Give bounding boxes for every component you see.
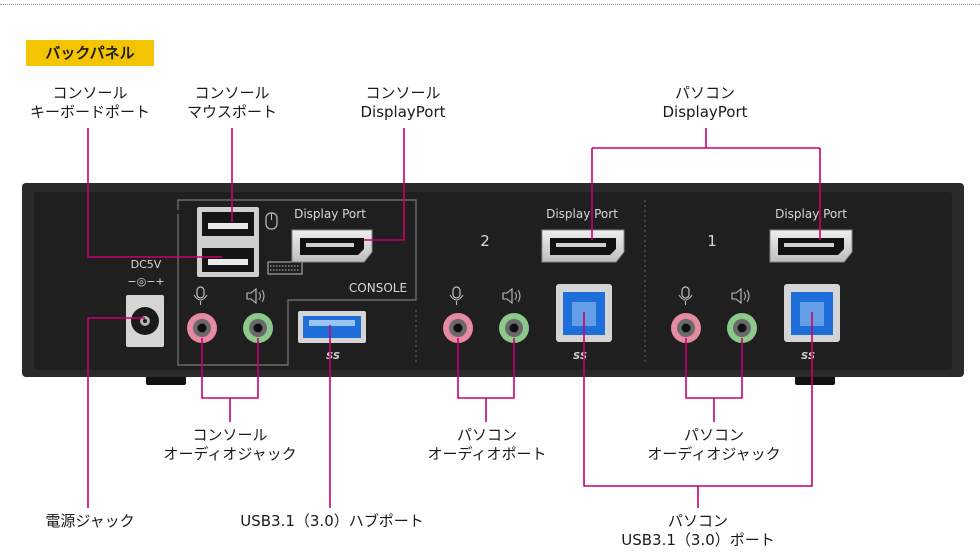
console-label: CONSOLE xyxy=(349,281,407,295)
leader-pc-usb xyxy=(583,312,813,508)
callout-pc-audio-2-line1: パソコン xyxy=(456,426,517,444)
dc-label: DC5V xyxy=(131,258,162,271)
callout-console-audio: コンソール オーディオジャック xyxy=(150,426,310,464)
pc1-microphone-icon xyxy=(678,286,693,305)
pc2-dp-label: Display Port xyxy=(546,207,618,221)
callout-usb-hub-line1: USB3.1（3.0）ハブポート xyxy=(240,512,424,530)
pc2-speaker-jack xyxy=(499,313,529,343)
leader-pc-audio-2 xyxy=(457,338,515,422)
callout-pc-usb: パソコン USB3.1（3.0）ポート xyxy=(600,512,796,550)
pc1-dp-label: Display Port xyxy=(775,207,847,221)
section-tag: バックパネル xyxy=(26,40,154,66)
pc1-speaker-jack xyxy=(727,313,757,343)
ss-logo-pc1: SS xyxy=(801,351,815,362)
ss-logo-hub: SS xyxy=(326,351,340,362)
mouse-icon xyxy=(265,212,278,230)
leader-pc-audio-1 xyxy=(685,338,743,422)
leader-console-audio xyxy=(201,338,259,422)
callout-console-mouse-line1: コンソール xyxy=(194,84,270,102)
callout-pc-audio-2: パソコン オーディオポート xyxy=(412,426,562,464)
callout-usb-hub: USB3.1（3.0）ハブポート xyxy=(222,512,442,531)
microphone-icon xyxy=(193,286,208,305)
callout-pc-displayport-line2: DisplayPort xyxy=(662,103,748,121)
callout-console-mouse-line2: マウスポート xyxy=(186,103,277,121)
dc-jack xyxy=(126,295,164,347)
callout-pc-audio-1: パソコン オーディオジャック xyxy=(634,426,794,464)
pc1-speaker-icon xyxy=(731,287,750,305)
callout-console-audio-line2: オーディオジャック xyxy=(163,445,297,463)
callout-pc-audio-1-line1: パソコン xyxy=(683,426,744,444)
console-speaker-jack xyxy=(243,313,273,343)
pc1-mic-jack xyxy=(671,313,701,343)
leader-console-keyboard xyxy=(87,128,222,258)
callout-pc-audio-2-line2: オーディオポート xyxy=(427,445,547,463)
pc2-mic-jack xyxy=(443,313,473,343)
callout-console-displayport-line1: コンソール xyxy=(365,84,441,102)
port-number-1: 1 xyxy=(707,232,717,250)
console-usb-a-stack xyxy=(197,207,259,277)
callout-pc-displayport-line1: パソコン xyxy=(674,84,735,102)
pc2-speaker-icon xyxy=(502,287,521,305)
leader-lines xyxy=(87,128,821,508)
callout-pc-displayport: パソコン DisplayPort xyxy=(640,84,770,122)
callout-console-audio-line1: コンソール xyxy=(192,426,268,444)
callout-console-keyboard: コンソール キーボードポート xyxy=(22,84,158,122)
callout-console-displayport-line2: DisplayPort xyxy=(360,103,446,121)
pc2-displayport xyxy=(541,229,625,263)
console-section-outline xyxy=(177,199,417,366)
callout-console-mouse: コンソール マウスポート xyxy=(170,84,294,122)
usb-hub-port xyxy=(298,311,366,343)
top-dotted-divider xyxy=(0,4,980,5)
leader-dc-jack xyxy=(87,317,145,508)
keyboard-icon xyxy=(267,261,303,275)
dc-polarity: −◎−+ xyxy=(127,275,164,288)
console-displayport xyxy=(291,229,373,263)
leader-pc-displayport xyxy=(591,128,821,240)
console-dp-label: Display Port xyxy=(294,207,366,221)
pc2-microphone-icon xyxy=(449,286,464,305)
leader-console-displayport xyxy=(364,128,405,241)
port-number-2: 2 xyxy=(480,232,490,250)
callout-dc-jack-line1: 電源ジャック xyxy=(45,512,135,530)
callout-console-displayport: コンソール DisplayPort xyxy=(338,84,468,122)
callout-pc-usb-line2: USB3.1（3.0）ポート xyxy=(621,531,775,549)
callout-dc-jack: 電源ジャック xyxy=(30,512,150,531)
callout-pc-usb-line1: パソコン xyxy=(667,512,728,530)
callout-console-keyboard-line1: コンソール xyxy=(52,84,128,102)
console-mic-jack xyxy=(187,313,217,343)
speaker-icon xyxy=(246,287,265,305)
callout-pc-audio-1-line2: オーディオジャック xyxy=(647,445,781,463)
pc1-displayport xyxy=(769,229,853,263)
callout-console-keyboard-line2: キーボードポート xyxy=(29,103,150,121)
ss-logo-pc2: SS xyxy=(573,351,587,362)
